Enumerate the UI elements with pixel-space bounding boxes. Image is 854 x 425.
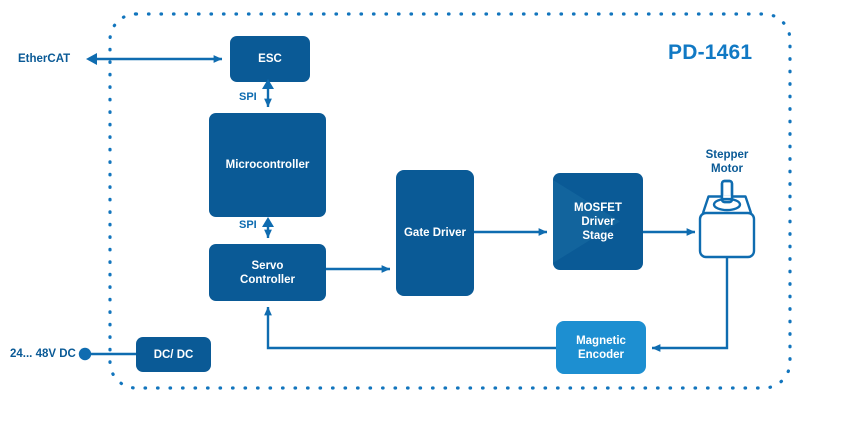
label-stepper-motor: Stepper Motor [705,149,749,175]
label-power-supply: 24... 48V DC [10,348,76,360]
label-ethercat: EtherCAT [18,53,71,65]
block-mosfet-driver-stage[interactable] [553,173,643,270]
block-dc-dc[interactable] [136,337,211,372]
diagram-title: PD-1461 [668,41,753,64]
connection-ethercat-arrowhead-left [86,53,97,65]
connection-esc-microcontroller-arrowhead-up [262,79,274,89]
block-gate-driver[interactable] [396,170,474,296]
stepper-motor-icon [698,179,756,259]
block-magnetic-encoder[interactable] [556,321,646,374]
block-microcontroller[interactable] [209,113,326,217]
connection-motor-encoder [651,257,729,352]
bus-label-spi-microcontroller-servo: SPI [239,219,257,231]
connection-microcontroller-servo-arrowhead-up [262,217,274,227]
block-servo-controller[interactable] [209,244,326,301]
connection-encoder-servo [264,306,556,350]
pd-1461-boundary [108,12,792,390]
block-esc[interactable] [230,36,310,82]
bus-label-spi-esc-microcontroller: SPI [239,91,257,103]
supply-terminal-dot [78,347,92,361]
